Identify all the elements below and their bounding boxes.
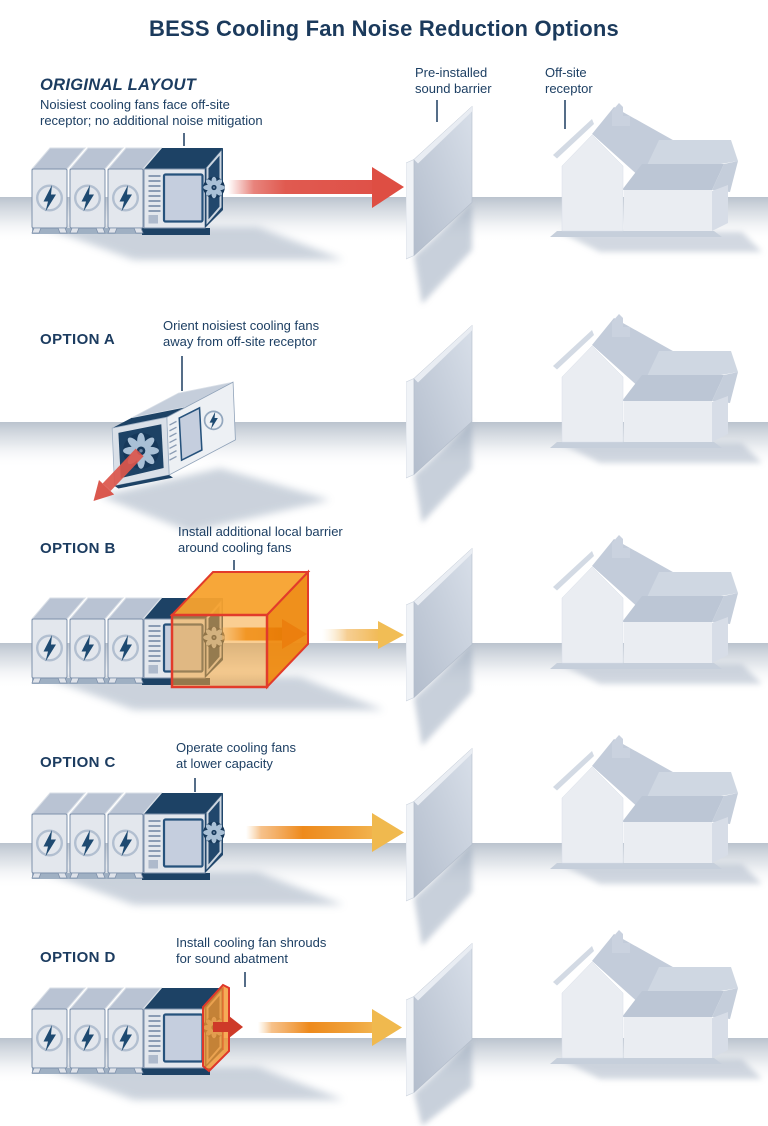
noise-arrow-red-away (93, 448, 144, 502)
noise-arrow-red-small (213, 1016, 243, 1038)
bess-unit-graphic (30, 986, 227, 1077)
bess-unit-graphic (30, 791, 227, 882)
shadows (44, 227, 384, 1100)
section-label-original: ORIGINAL LAYOUT (40, 76, 197, 94)
section-description-option-b: Install additional local barrier around … (178, 524, 343, 555)
section-description-option-a: Orient noisiest cooling fans away from o… (163, 318, 320, 349)
noise-arrow-red (228, 167, 404, 208)
noise-arrow-reduced (246, 813, 404, 852)
page-title: BESS Cooling Fan Noise Reduction Options (148, 16, 619, 41)
vent-grille (169, 420, 177, 461)
section-description-option-c: Operate cooling fans at lower capacity (176, 740, 296, 771)
section-label-option-d: OPTION D (40, 949, 116, 966)
lightning-bolt-icon (203, 410, 224, 431)
receptor-callout: Off-site receptor (545, 65, 593, 96)
wall-shadows (414, 203, 472, 1126)
section-label-option-b: OPTION B (40, 540, 116, 557)
local-barrier-enclosure (169, 569, 311, 690)
leader-lines (181, 100, 566, 987)
section-label-option-a: OPTION A (40, 331, 116, 348)
section-label-option-c: OPTION C (40, 754, 116, 771)
barrier-callout: Pre-installed sound barrier (415, 65, 492, 96)
bess-unit-graphic (30, 146, 227, 237)
noise-arrow-reduced (258, 1009, 402, 1046)
section-description-original: Noisiest cooling fans face off-site rece… (40, 97, 263, 128)
access-panel (178, 406, 203, 462)
noise-arrow-attenuated (322, 621, 404, 649)
section-description-option-d: Install cooling fan shrouds for sound ab… (176, 935, 327, 966)
